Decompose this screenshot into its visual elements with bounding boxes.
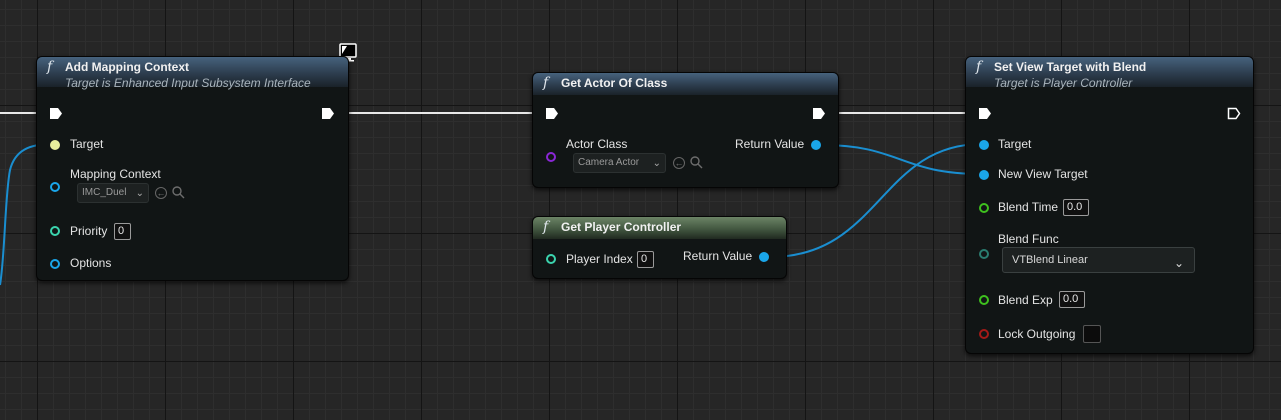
exec-in-pin[interactable] — [49, 107, 63, 120]
blend-func-dropdown[interactable]: VTBlend Linear ⌄ — [1002, 247, 1195, 273]
blend-func-value: VTBlend Linear — [1012, 254, 1088, 266]
chevron-down-icon: ⌄ — [135, 188, 144, 199]
target-label: Target — [998, 137, 1032, 151]
actor-class-label: Actor Class — [566, 137, 628, 151]
target-label: Target — [70, 137, 104, 151]
chevron-down-icon: ⌄ — [652, 158, 661, 169]
options-label: Options — [70, 256, 112, 270]
lock-outgoing-pin[interactable] — [979, 329, 989, 339]
player-index-label: Player Index — [566, 252, 633, 266]
actor-class-dropdown[interactable]: Camera Actor ⌄ — [573, 153, 666, 173]
actor-class-pin[interactable] — [546, 152, 556, 162]
exec-out-pin[interactable] — [1227, 107, 1241, 120]
exec-out-pin[interactable] — [321, 107, 335, 120]
blend-exp-label: Blend Exp — [998, 293, 1053, 307]
blend-func-pin[interactable] — [979, 249, 989, 259]
function-icon: f — [47, 59, 53, 75]
function-icon: f — [976, 59, 982, 75]
mapping-context-value: IMC_Duel — [82, 187, 127, 198]
lock-outgoing-label: Lock Outgoing — [998, 327, 1076, 341]
priority-pin[interactable] — [50, 226, 60, 236]
new-view-target-label: New View Target — [998, 167, 1088, 181]
function-icon: f — [543, 75, 549, 91]
browse-search-icon[interactable] — [172, 186, 185, 199]
mapping-context-dropdown[interactable]: IMC_Duel ⌄ — [77, 183, 149, 203]
exec-in-pin[interactable] — [978, 107, 992, 120]
blend-exp-input[interactable]: 0.0 — [1059, 291, 1085, 308]
node-title: Get Player Controller — [561, 220, 682, 234]
node-header[interactable]: f Get Actor Of Class — [533, 73, 838, 95]
mapping-context-pin[interactable] — [50, 182, 60, 192]
function-icon: f — [543, 219, 549, 235]
blend-time-input[interactable]: 0.0 — [1063, 199, 1089, 216]
node-subtitle: Target is Player Controller — [994, 76, 1133, 90]
exec-out-pin[interactable] — [812, 107, 826, 120]
return-value-label: Return Value — [735, 137, 805, 151]
chevron-down-icon: ⌄ — [1173, 256, 1184, 270]
priority-label: Priority — [70, 224, 108, 238]
blend-time-label: Blend Time — [998, 200, 1059, 214]
use-selected-icon[interactable]: ← — [155, 187, 167, 199]
new-view-target-pin[interactable] — [979, 170, 989, 180]
player-index-pin[interactable] — [546, 254, 556, 264]
blend-func-label: Blend Func — [998, 232, 1059, 246]
node-header[interactable]: f Set View Target with Blend Target is P… — [966, 57, 1253, 90]
node-header[interactable]: f Get Player Controller — [533, 217, 786, 239]
actor-class-value: Camera Actor — [578, 157, 640, 168]
mapping-context-label: Mapping Context — [70, 167, 161, 181]
use-selected-icon[interactable]: ← — [673, 157, 685, 169]
return-value-pin[interactable] — [759, 252, 769, 262]
target-pin[interactable] — [979, 140, 989, 150]
options-pin[interactable] — [50, 259, 60, 269]
node-header[interactable]: f Add Mapping Context Target is Enhanced… — [37, 57, 348, 90]
lock-outgoing-checkbox[interactable] — [1083, 325, 1101, 343]
priority-input[interactable]: 0 — [114, 223, 131, 240]
return-value-pin[interactable] — [811, 140, 821, 150]
actor-return-wire — [821, 144, 983, 175]
exec-in-pin[interactable] — [545, 107, 559, 120]
player-index-input[interactable]: 0 — [637, 251, 654, 268]
node-subtitle: Target is Enhanced Input Subsystem Inter… — [65, 76, 311, 90]
node-add-mapping-context[interactable]: f Add Mapping Context Target is Enhanced… — [36, 56, 349, 281]
return-value-label: Return Value — [683, 249, 753, 263]
node-title: Set View Target with Blend — [994, 60, 1147, 74]
browse-search-icon[interactable] — [690, 156, 703, 169]
node-get-player-controller[interactable]: f Get Player Controller Player Index 0 R… — [532, 216, 787, 279]
node-title: Add Mapping Context — [65, 60, 189, 74]
blend-exp-pin[interactable] — [979, 295, 989, 305]
node-set-view-target-with-blend[interactable]: f Set View Target with Blend Target is P… — [965, 56, 1254, 354]
target-pin[interactable] — [50, 140, 60, 150]
node-get-actor-of-class[interactable]: f Get Actor Of Class Actor Class Camera … — [532, 72, 839, 188]
node-title: Get Actor Of Class — [561, 76, 668, 90]
blend-time-pin[interactable] — [979, 203, 989, 213]
